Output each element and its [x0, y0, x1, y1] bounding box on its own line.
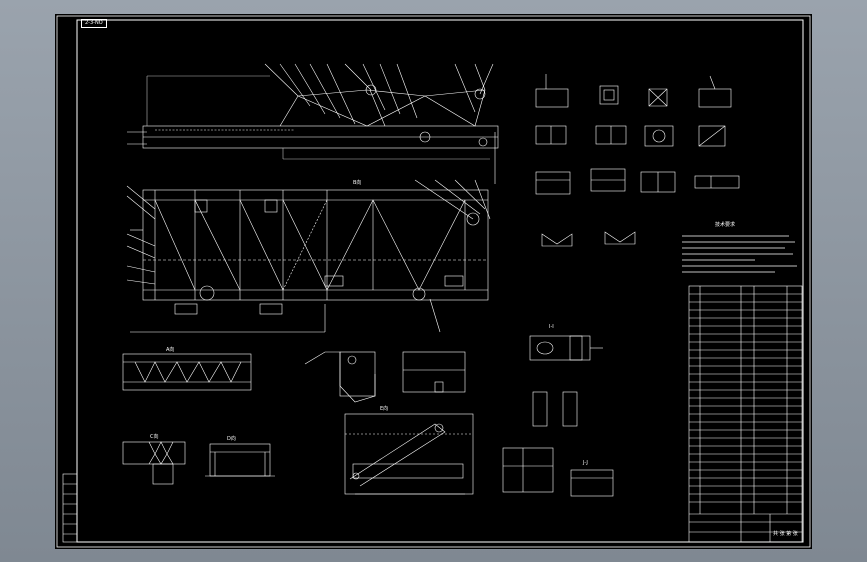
middle-details: [304, 351, 474, 495]
tech-notes-heading: 技术要求: [715, 222, 736, 228]
outer-border: [56, 15, 811, 548]
parts-list-table: [688, 285, 803, 543]
view-c-label: C向: [150, 434, 159, 440]
tech-notes-lines: [682, 235, 797, 273]
section-i-label: I-I: [549, 324, 554, 330]
inner-border: [76, 19, 804, 543]
cad-drawing: [56, 15, 811, 548]
revision-strip: [62, 473, 78, 543]
view-d-label: D向: [227, 436, 236, 442]
drawing-number: 2-3-NO: [81, 19, 107, 28]
view-b-label: B向: [353, 180, 362, 186]
truss-elevation: [127, 63, 499, 184]
section-j-label: J-J: [583, 460, 588, 466]
drawing-sheet[interactable]: 2-3-NO A向 B向 C向 D向 E向 I-I J-J 技术要求 共 张 第…: [55, 14, 812, 549]
lower-views: [122, 353, 275, 485]
view-a-label: A向: [166, 347, 175, 353]
truss-plan: [126, 179, 491, 333]
weld-details: [535, 74, 740, 247]
sheet-label: 共 张 第 张: [773, 531, 798, 537]
view-e-label: E向: [380, 406, 389, 412]
right-details: [502, 335, 614, 497]
